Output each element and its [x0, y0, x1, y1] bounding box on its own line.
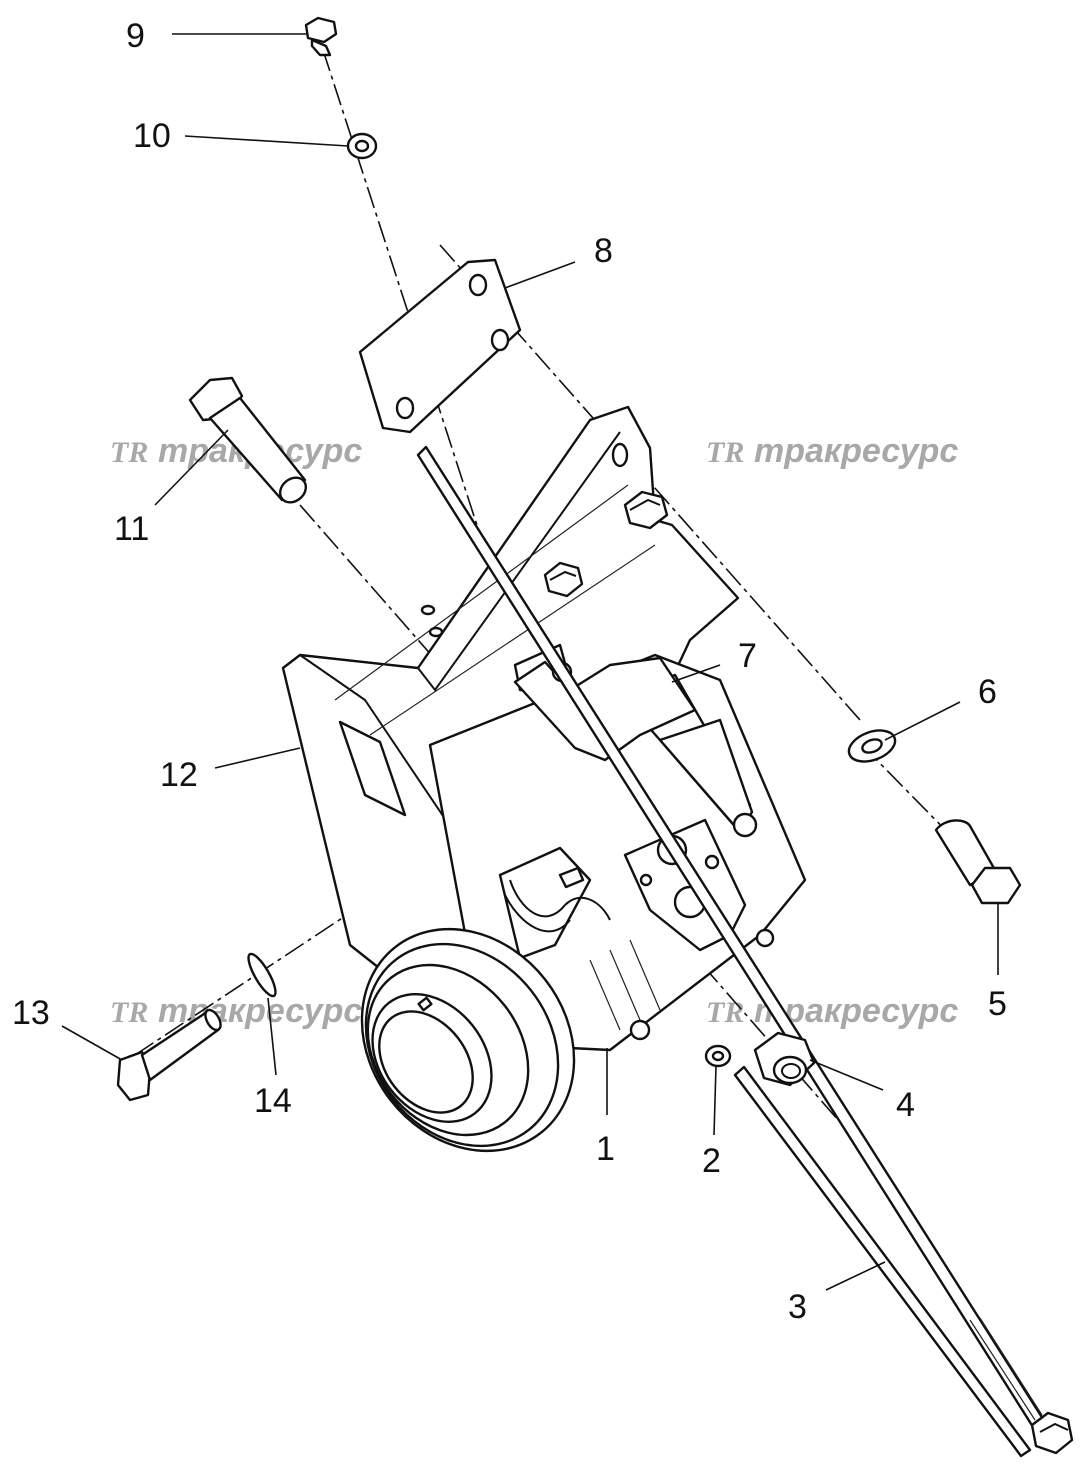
- watermark-bottom-right: TR тракресурс: [706, 992, 958, 1030]
- tension-plate-8: [358, 258, 522, 434]
- leader-lines: [61, 33, 999, 1291]
- watermark-top-right: TR тракресурс: [706, 432, 958, 470]
- bolt-9: [304, 16, 338, 57]
- watermark-logo: TR: [110, 436, 148, 469]
- callout-5: 5: [988, 985, 1007, 1023]
- leader-14: [267, 997, 277, 1076]
- callout-11: 11: [114, 510, 149, 548]
- washer-2: [704, 1044, 732, 1068]
- leader-3: [825, 1261, 886, 1291]
- bolt-5: [934, 819, 1022, 905]
- callout-14: 14: [254, 1082, 292, 1120]
- bracket-bolt-heads: [543, 490, 669, 598]
- leader-7: [671, 664, 721, 683]
- callout-9: 9: [126, 17, 145, 55]
- leader-12: [214, 747, 301, 769]
- washer-10: [346, 132, 378, 160]
- watermark-bottom-left: TR тракресурс: [110, 992, 362, 1030]
- callout-2: 2: [702, 1142, 721, 1180]
- leader-8: [504, 261, 576, 289]
- callout-12: 12: [160, 756, 198, 794]
- watermark-text: тракресурс: [754, 432, 958, 470]
- leader-13: [61, 1025, 123, 1061]
- bracket-hole: [420, 604, 436, 616]
- callout-10: 10: [133, 117, 171, 155]
- callout-8: 8: [594, 232, 613, 270]
- nut-4: [753, 1031, 816, 1087]
- watermark-logo: TR: [706, 996, 744, 1029]
- bolt-13: [116, 1008, 222, 1102]
- washer-14: [247, 952, 277, 998]
- long-bolt-3: [416, 445, 1074, 1458]
- callout-labels: 9 10 8 11 7 6 12 5 13 14 4 1 2 3: [12, 17, 1007, 1326]
- washer-6: [847, 729, 897, 763]
- callout-13: 13: [12, 994, 50, 1032]
- leader-4: [809, 1059, 884, 1091]
- leader-2: [713, 1065, 717, 1136]
- callout-7: 7: [738, 637, 757, 675]
- bolt-11: [188, 376, 308, 504]
- callout-6: 6: [978, 673, 997, 711]
- leader-6: [884, 701, 961, 741]
- callout-3: 3: [788, 1288, 807, 1326]
- watermark-logo: TR: [110, 996, 148, 1029]
- leader-11: [154, 429, 229, 506]
- callout-1: 1: [596, 1130, 615, 1168]
- bracket-hole: [611, 442, 629, 468]
- watermark-logo: TR: [706, 436, 744, 469]
- leader-10: [184, 135, 349, 147]
- compressor-pulley: [360, 927, 576, 1153]
- callout-4: 4: [896, 1086, 915, 1124]
- bracket-hole: [428, 626, 444, 638]
